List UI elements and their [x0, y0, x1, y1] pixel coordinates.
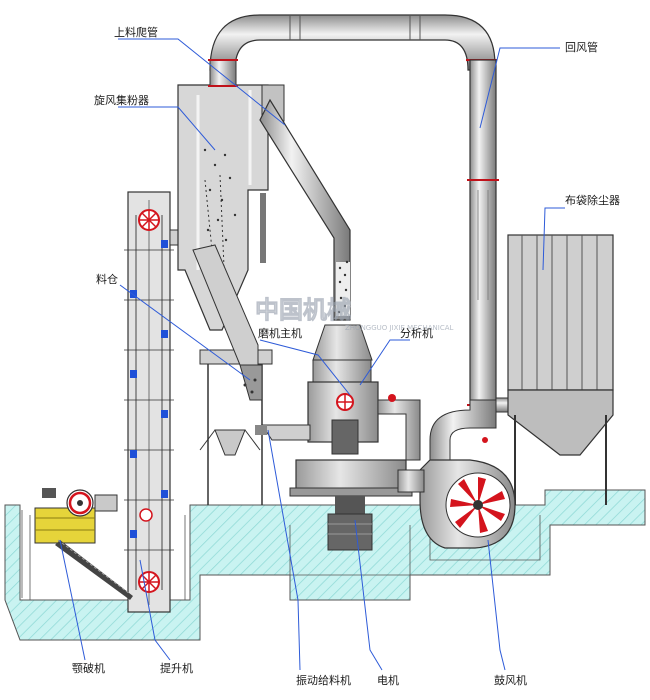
- labels: 上料爬管 回风管 旋风集粉器 布袋除尘器 料仓 磨机主机 分析机 颚破机 提升机…: [72, 25, 620, 687]
- label-elevator: 提升机: [160, 661, 193, 675]
- watermark-subtext: ZHONGGUO JIXIE MECHANICAL: [345, 324, 454, 332]
- watermark: 中国机械 ZHONGGUO JIXIE MECHANICAL: [255, 296, 454, 332]
- feed-pipe: [259, 98, 351, 321]
- label-return-air-pipe: 回风管: [565, 40, 598, 54]
- top-duct: [208, 14, 497, 87]
- label-classifier: 分析机: [400, 326, 433, 340]
- blower: [397, 459, 516, 549]
- label-cyclone-collector: 旋风集粉器: [94, 93, 149, 107]
- material-hopper: [192, 244, 263, 401]
- main-mill: [255, 324, 421, 551]
- leader-lines: [59, 38, 565, 671]
- jaw-crusher: [34, 488, 133, 600]
- bag-filter: [507, 234, 614, 505]
- label-main-mill: 磨机主机: [258, 326, 302, 340]
- label-jaw-crusher: 颚破机: [72, 661, 105, 675]
- label-blower: 鼓风机: [494, 673, 527, 687]
- foundation: [4, 489, 646, 641]
- label-feed-pipe: 上料爬管: [114, 25, 158, 39]
- label-motor: 电机: [377, 673, 399, 687]
- label-vibrating-feeder: 振动给料机: [296, 673, 351, 687]
- label-bag-filter: 布袋除尘器: [565, 193, 620, 207]
- label-hopper: 料仓: [96, 272, 118, 286]
- watermark-text: 中国机械: [255, 296, 351, 324]
- bucket-elevator: [124, 191, 216, 613]
- return-air-pipe: [429, 59, 519, 471]
